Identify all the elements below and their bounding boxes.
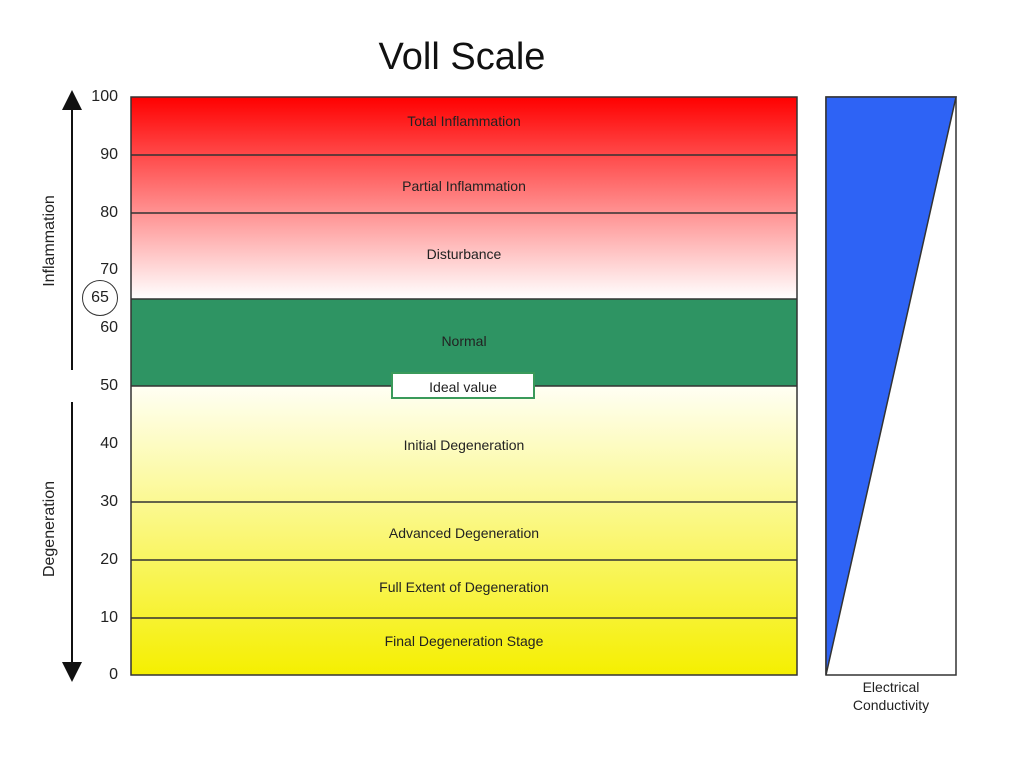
tick-90: 90 <box>100 146 118 163</box>
degeneration-zone <box>131 386 797 675</box>
degeneration-label: Degeneration <box>41 480 58 578</box>
tick-100: 100 <box>91 88 118 105</box>
inflammation-label: Inflammation <box>41 195 58 287</box>
band-normal: Normal <box>441 333 487 349</box>
conductivity-wedge <box>825 96 957 676</box>
tick-10: 10 <box>100 609 118 626</box>
ideal-value-callout: Ideal value <box>391 372 535 399</box>
normal-zone <box>131 299 797 386</box>
band-full-extent-degeneration: Full Extent of Degeneration <box>379 579 549 595</box>
band-advanced-degeneration: Advanced Degeneration <box>388 525 540 541</box>
band-initial-degeneration: Initial Degeneration <box>403 437 525 453</box>
tick-70: 70 <box>100 261 118 278</box>
page-title: Voll Scale <box>378 36 546 78</box>
conductivity-label-line1: Electrical <box>862 679 920 695</box>
tick-60: 60 <box>100 319 118 336</box>
scale-frame <box>130 96 798 676</box>
tick-30: 30 <box>100 493 118 510</box>
conductivity-label: Electrical Conductivity <box>826 678 956 714</box>
tick-65-circled: 65 <box>82 280 118 316</box>
tick-20: 20 <box>100 551 118 568</box>
conductivity-label-line2: Conductivity <box>852 697 930 713</box>
tick-50: 50 <box>100 377 118 394</box>
inflammation-zone <box>131 97 797 299</box>
tick-80: 80 <box>100 204 118 221</box>
tick-40: 40 <box>100 435 118 452</box>
tick-0: 0 <box>109 666 118 683</box>
band-total-inflammation: Total Inflammation <box>407 113 521 129</box>
band-final-degeneration-stage: Final Degeneration Stage <box>384 633 544 649</box>
band-partial-inflammation: Partial Inflammation <box>402 178 526 194</box>
band-disturbance: Disturbance <box>426 246 502 262</box>
